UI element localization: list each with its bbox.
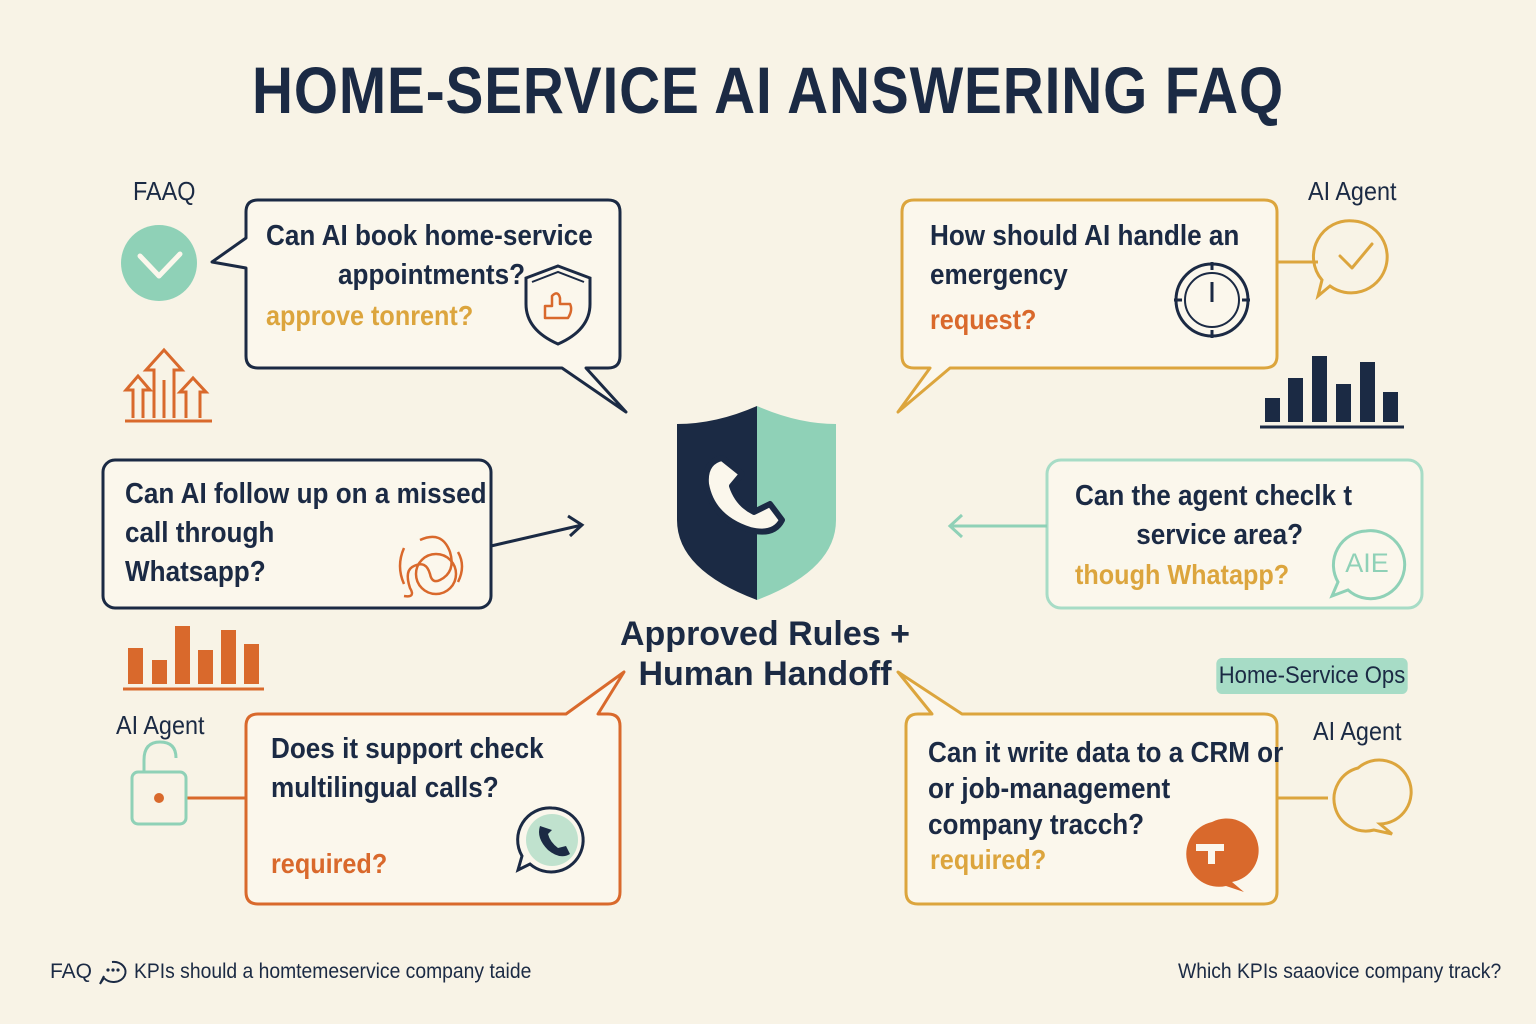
card-book-line1: Can AI book home-service [266, 220, 593, 252]
aie-badge-text: AIE [1345, 548, 1389, 578]
shield-thumb-icon [524, 264, 592, 346]
footer-left-text: KPIs should a homtemeservice company tai… [134, 960, 532, 983]
ai-agent-label-bottom-left: AI Agent [116, 710, 205, 740]
card-missed-line1: Can AI follow up on a missed [125, 478, 487, 510]
center-label: Approved Rules + Human Handoff [600, 614, 930, 694]
card-crm-line3: company tracch? [928, 809, 1145, 841]
card-crm-line1: Can it write data to a CRM or [928, 737, 1284, 769]
center-label-line1: Approved Rules + [619, 615, 910, 653]
card-area-sub: though Whatapp? [1075, 559, 1290, 590]
card-emergency-sub: request? [930, 304, 1037, 335]
card-book-sub: approve tonrent? [266, 300, 474, 331]
card-area-line1: Can the agent checlk t [1075, 480, 1353, 512]
card-area-frame [947, 458, 1424, 610]
timer-icon [1174, 262, 1250, 338]
footer-chat-icon [99, 960, 127, 985]
home-service-ops-pill: Home-Service Ops [1216, 658, 1408, 694]
whatsapp-icon [515, 806, 585, 874]
card-multi-question: Does it support check multilingual calls… [271, 730, 544, 808]
card-emergency-question: How should AI handle an emergency [930, 217, 1239, 295]
footer-right-text: Which KPIs saaovice company track? [1178, 960, 1502, 983]
lock-icon [130, 740, 188, 826]
card-book-line2: appointments? [338, 259, 526, 291]
page-title: HOME-SERVICE AI ANSWERING FAQ [252, 53, 1284, 127]
card-area-question: Can the agent checlk t service area? [1075, 477, 1352, 555]
card-book-frame [210, 198, 628, 414]
bar-chart-navy-icon [1260, 356, 1404, 429]
card-book-question: Can AI book home-service appointments? [266, 217, 593, 295]
card-missed-frame [101, 458, 585, 610]
card-emergency-line1: How should AI handle an [930, 220, 1240, 252]
center-label-line2: Human Handoff [638, 655, 892, 693]
card-area-line2: service area? [1136, 519, 1304, 551]
footer-faq: FAQ [50, 960, 93, 983]
card-emergency-line2: emergency [930, 259, 1068, 291]
card-crm-frame [896, 670, 1328, 906]
ai-agent-label-bottom-right: AI Agent [1313, 716, 1402, 746]
card-multi-line1: Does it support check [271, 733, 544, 765]
aie-badge-icon [1329, 529, 1407, 601]
card-missed-question: Can AI follow up on a missed call throug… [125, 475, 487, 592]
orange-chat-icon [1186, 818, 1259, 892]
card-missed-line3: Whatsapp? [125, 556, 266, 588]
ai-agent-label-top-right: AI Agent [1308, 176, 1397, 206]
card-crm-sub: required? [930, 844, 1047, 875]
card-crm-line2: or job-management [928, 773, 1171, 805]
card-emergency-frame [896, 198, 1318, 414]
card-crm-question: Can it write data to a CRM or or job-man… [928, 735, 1283, 843]
chat-check-icon [1311, 219, 1389, 301]
bar-chart-orange-icon [123, 626, 264, 691]
card-missed-line2: call through [125, 517, 275, 549]
faq-label: FAAQ [133, 176, 196, 206]
card-multi-sub: required? [271, 848, 388, 879]
check-circle-icon [121, 225, 197, 301]
speech-bubble-icon [1332, 758, 1413, 836]
card-multi-line2: multilingual calls? [271, 772, 499, 804]
shield-phone-icon [677, 406, 836, 600]
growth-arrows-icon [122, 347, 212, 423]
handset-icon [398, 535, 464, 598]
